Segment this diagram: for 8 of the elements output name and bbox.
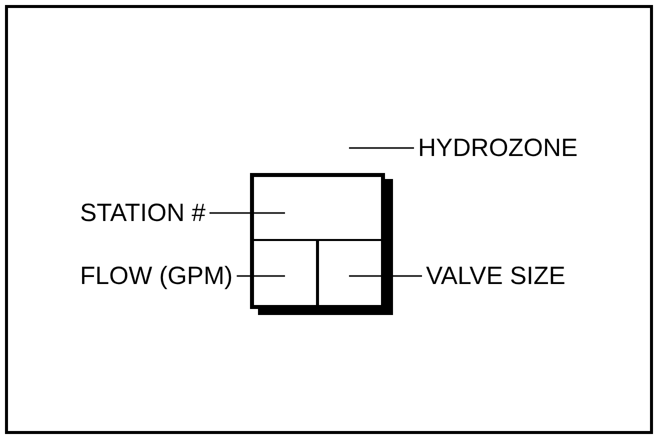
callout-label: STATION # (80, 198, 206, 228)
leader-line (349, 147, 414, 149)
callout-label: VALVE SIZE (426, 261, 566, 291)
callout-label: HYDROZONE (418, 133, 578, 163)
leader-line (209, 212, 285, 214)
leader-line (236, 275, 285, 277)
leader-line (349, 275, 422, 277)
callout-label: FLOW (GPM) (80, 261, 233, 291)
